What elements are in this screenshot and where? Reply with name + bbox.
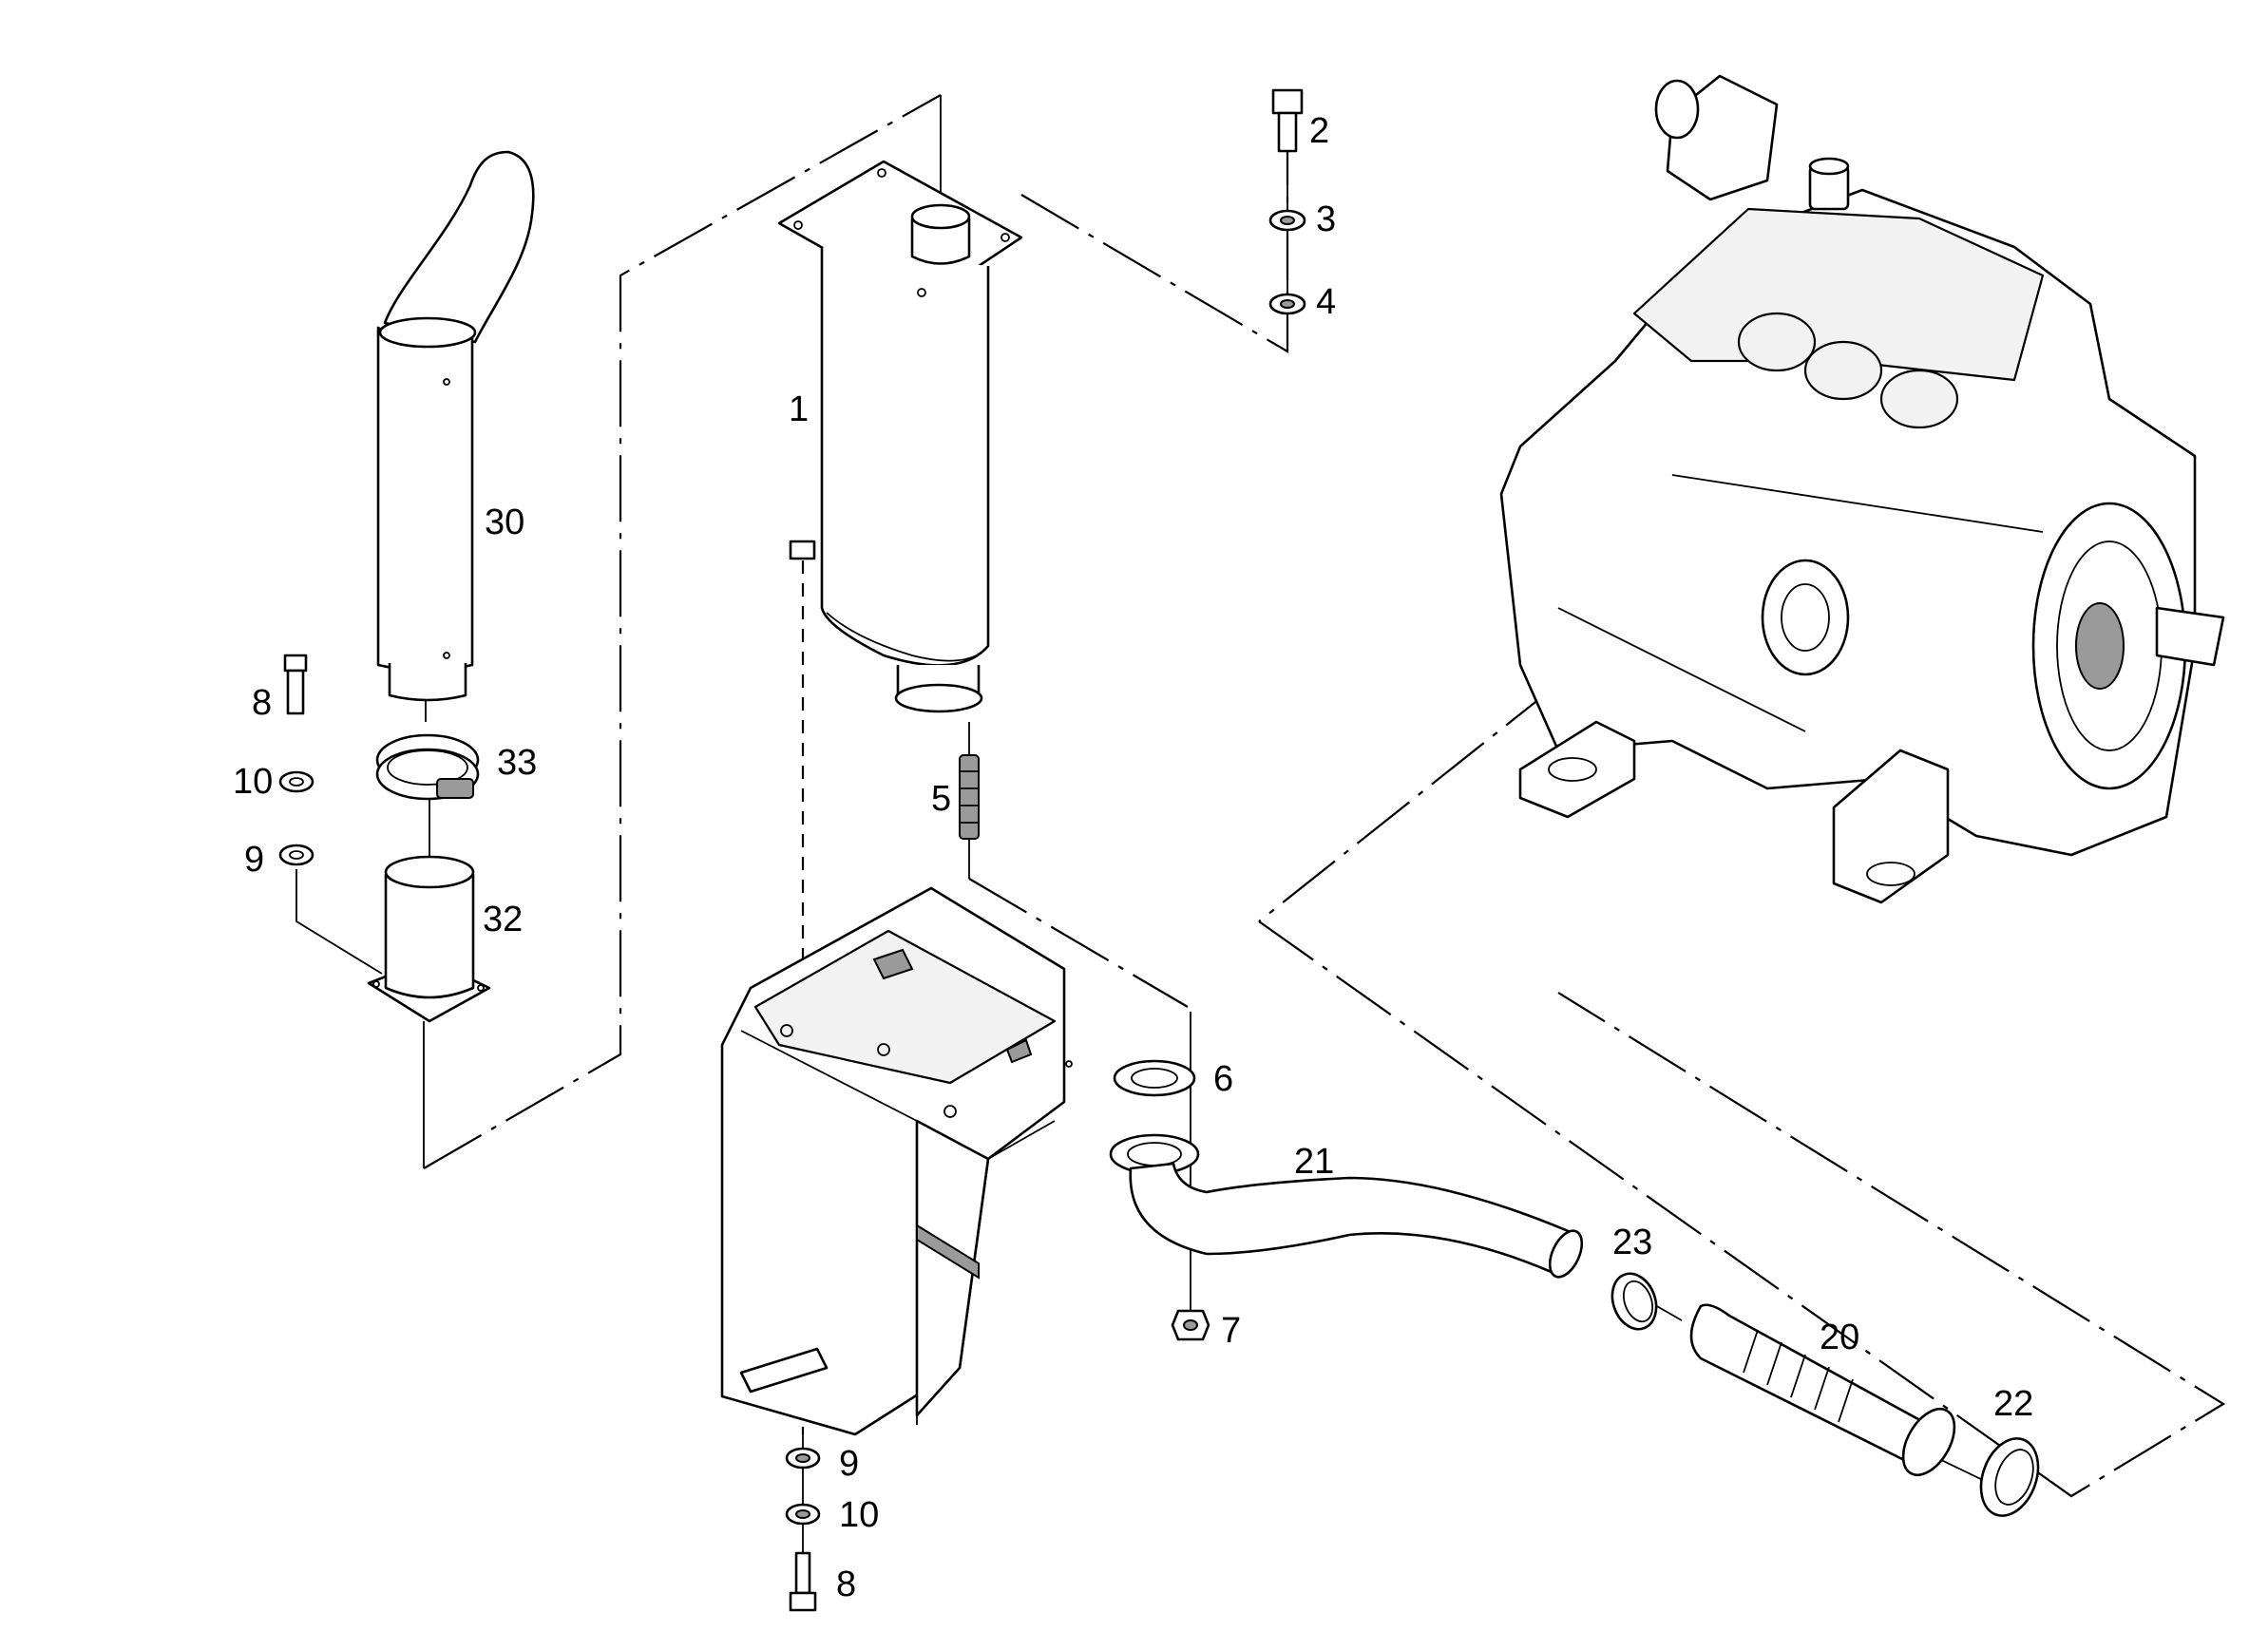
callout-6: 6: [1213, 1059, 1233, 1099]
callout-4: 4: [1316, 282, 1336, 322]
heat-shield-bracket: [720, 886, 1073, 1436]
callout-5: 5: [931, 779, 951, 819]
gasket-flange: [1109, 1059, 1210, 1341]
callout-22: 22: [1993, 1384, 2033, 1424]
callout-30: 30: [485, 503, 524, 542]
fasteners-left: [278, 654, 314, 866]
callout-9b: 9: [839, 1444, 859, 1484]
callout-33: 33: [497, 743, 537, 783]
callout-21: 21: [1294, 1142, 1334, 1182]
callout-1: 1: [789, 389, 809, 429]
bolt-stack-2-3-4: [1268, 88, 1306, 315]
callout-32: 32: [483, 900, 523, 939]
callout-10b: 10: [839, 1495, 879, 1535]
clamp-23: [1610, 1272, 1658, 1331]
callout-labels: 1 2 3 4 5 6 7 8 8 9 9 10 10 20 21 22 23 …: [233, 111, 2033, 1604]
hose-clamp-33: [375, 733, 480, 801]
flexible-pipe-20: [1689, 1303, 1956, 1476]
pipe-adapter-32: [367, 855, 491, 1023]
muffler-1: [777, 160, 1023, 713]
callout-20: 20: [1820, 1318, 1859, 1357]
stud-5: [959, 754, 980, 840]
clamp-22: [1979, 1437, 2040, 1517]
exhaust-pipe-21: [1129, 1162, 1584, 1279]
callout-2: 2: [1309, 111, 1329, 151]
callout-7: 7: [1221, 1311, 1241, 1351]
fasteners-bottom: [785, 1447, 821, 1612]
callout-10a: 10: [233, 762, 273, 802]
callout-3: 3: [1316, 199, 1336, 239]
callout-23: 23: [1612, 1223, 1652, 1262]
engine-illustration: [1499, 74, 2225, 904]
callout-8b: 8: [836, 1565, 856, 1604]
callout-9a: 9: [244, 840, 264, 880]
tail-pipe-30: [376, 150, 535, 702]
callout-8a: 8: [252, 683, 272, 723]
